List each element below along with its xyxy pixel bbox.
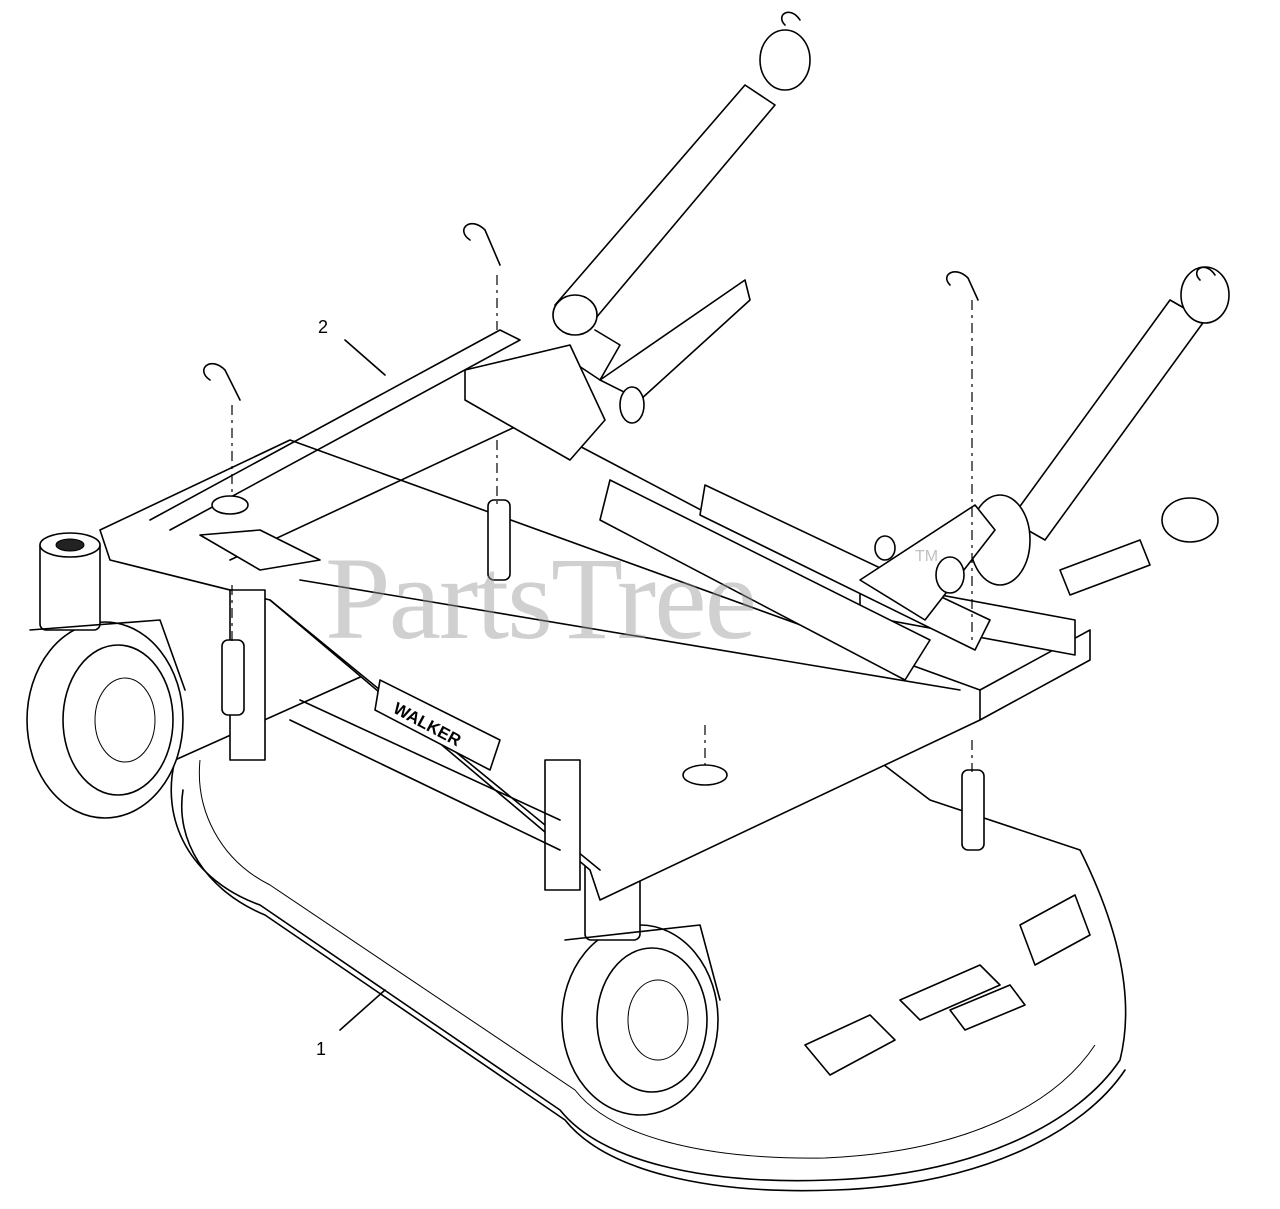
deck-frame: [99, 329, 1091, 901]
lift-springs: [211, 495, 985, 851]
watermark: PartsTree: [325, 533, 757, 664]
leader-2: [344, 339, 386, 376]
callout-leaders: [339, 339, 386, 1031]
right-hitch: [859, 504, 996, 621]
leader-1: [339, 989, 386, 1031]
callout-1: 1: [316, 1039, 327, 1059]
callout-2: 2: [318, 317, 329, 337]
hitch-bracket: [464, 279, 751, 461]
assembly-centerlines: [231, 275, 973, 772]
hairpin-clips: [203, 11, 1216, 401]
watermark-trademark: TM: [915, 548, 939, 565]
left-caster-wheel: [26, 532, 186, 819]
right-drive-shaft: [969, 266, 1230, 596]
left-drive-shaft: [552, 29, 811, 381]
